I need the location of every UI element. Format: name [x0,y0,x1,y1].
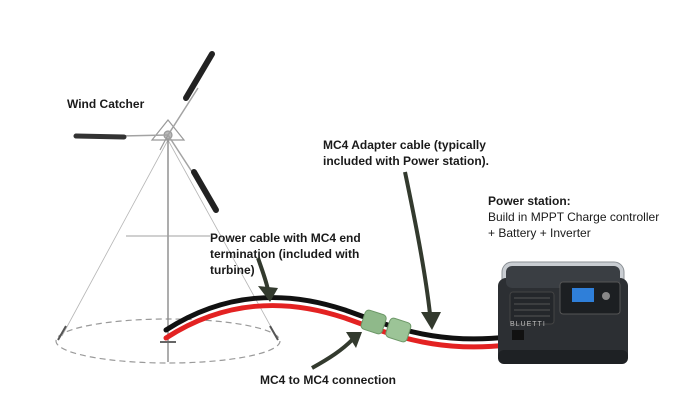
arrow-mc4-connection [311,332,362,370]
wind-catcher-label: Wind Catcher [67,97,145,111]
arrow-mc4-adapter [403,171,441,330]
cable-black [163,295,543,342]
cable-red [163,303,543,350]
power-station-brand: BLUETTI [510,321,546,328]
mc4-connector [360,309,412,343]
mc4-adapter-label: MC4 Adapter cable (typically included wi… [323,138,490,168]
stake-right [269,325,279,341]
turbine-blades [73,51,219,213]
power-station [498,261,628,364]
power-station-desc-1: Build in MPPT Charge controller [488,210,660,224]
stake-left [57,325,67,341]
power-cable-label: Power cable with MC4 end termination (in… [210,231,361,277]
arrow-power-cable [256,257,278,302]
power-station-desc-2: + Battery + Inverter [488,226,591,240]
power-station-title: Power station: [488,194,571,208]
mc4-connection-label: MC4 to MC4 connection [260,373,397,387]
